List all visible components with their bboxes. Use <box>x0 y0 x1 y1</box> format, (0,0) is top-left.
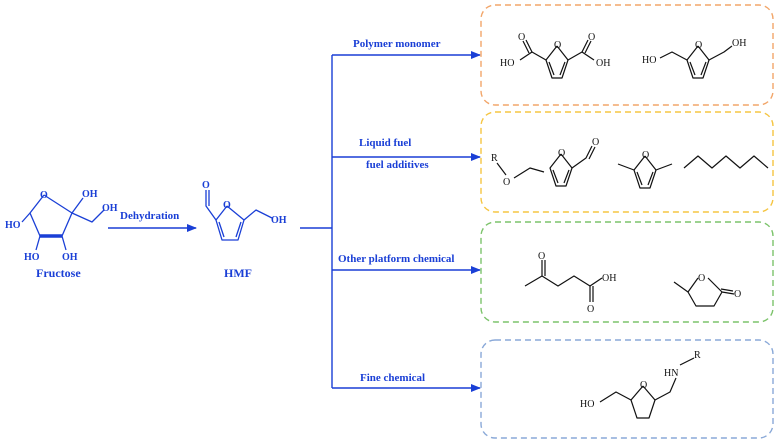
alkoxy-ring-oxygen: O <box>558 148 565 159</box>
gvl-carbonyl-oxygen: O <box>734 289 741 300</box>
bhmf-ho: HO <box>642 55 656 66</box>
hexane-structure <box>683 155 769 169</box>
bhmf-oh: OH <box>732 38 746 49</box>
amino-hn: HN <box>664 368 678 379</box>
box-liquid-fuel <box>480 111 774 213</box>
fructose-structure <box>21 194 105 251</box>
fructose-ho-left: HO <box>5 220 21 231</box>
amino-alcohol-structure <box>599 357 695 419</box>
fdca-ring-oxygen: O <box>554 40 561 51</box>
hmf-oh: OH <box>271 215 287 226</box>
fdca-carbonyl-o-right: O <box>588 32 595 43</box>
fructose-oh-side: OH <box>102 203 118 214</box>
bhmf-ring-oxygen: O <box>695 40 702 51</box>
levulinic-ketone-oxygen: O <box>538 251 545 262</box>
hmf-ring-oxygen: O <box>223 200 231 211</box>
fdca-structure <box>519 39 595 79</box>
bhmf-structure <box>659 45 733 79</box>
dmf-ring-oxygen: O <box>642 150 649 161</box>
fdca-carbonyl-o-left: O <box>518 32 525 43</box>
branch-label-fine: Fine chemical <box>360 372 425 384</box>
branch-label-fuel: Liquid fuel <box>359 137 411 149</box>
fdca-oh-right: OH <box>596 58 610 69</box>
alkoxy-r-group: R <box>491 153 498 164</box>
fructose-oh-top: OH <box>82 189 98 200</box>
alkoxy-furfural-structure <box>496 145 596 187</box>
hmf-aldehyde-oxygen: O <box>202 180 210 191</box>
fructose-oh-bottom-right: OH <box>62 252 78 263</box>
gvl-structure <box>673 277 735 307</box>
box-polymer-monomer <box>480 4 774 106</box>
amino-ring-oxygen: O <box>640 380 647 391</box>
fructose-label: Fructose <box>36 266 81 280</box>
hmf-label: HMF <box>224 266 252 280</box>
amino-ho: HO <box>580 399 594 410</box>
levulinic-oh: OH <box>602 273 616 284</box>
box-fine-chemical <box>480 339 774 439</box>
branch-label-polymer: Polymer monomer <box>353 38 441 50</box>
levulinic-acid-structure <box>524 260 603 302</box>
alkoxy-ether-oxygen: O <box>503 177 510 188</box>
box-platform-chemical <box>480 221 774 323</box>
gvl-ring-oxygen: O <box>698 273 705 284</box>
fructose-ring-oxygen: O <box>40 190 48 201</box>
fructose-ho-bottom-left: HO <box>24 252 40 263</box>
branch-label-platform: Other platform chemical <box>338 253 455 265</box>
dmf-structure <box>617 155 673 189</box>
branch-label-fuel-additives: fuel additives <box>366 159 429 171</box>
fdca-ho-left: HO <box>500 58 514 69</box>
levulinic-carbonyl-oxygen: O <box>587 304 594 315</box>
hmf-structure <box>205 190 273 241</box>
amino-r-group: R <box>694 350 701 361</box>
dehydration-label: Dehydration <box>120 210 179 222</box>
alkoxy-aldehyde-oxygen: O <box>592 137 599 148</box>
